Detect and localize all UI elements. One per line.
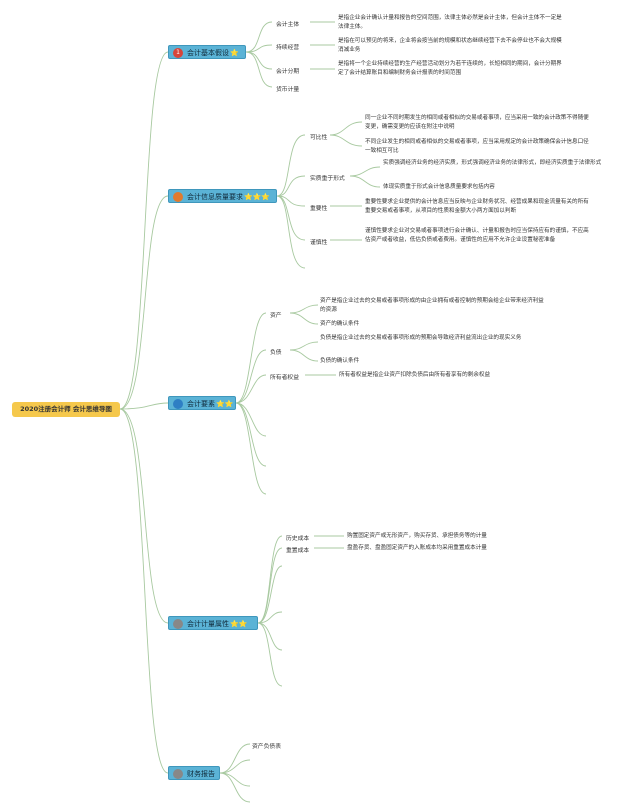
subtopic-substance-over-form[interactable]: 实质重于形式 (310, 176, 345, 182)
note-going-concern: 是指在可以预见的将来，企业将会按当前的规模和状态继续经营下去不会停业也不会大规模… (338, 38, 562, 53)
note-assets-recognition: 资产的确认条件 (320, 321, 360, 327)
branch-label: 会计基本假设 (187, 49, 229, 57)
note-replacement-cost: 盘盈存货、盘盈固定资产的入账成本均采用重置成本计量 (347, 545, 487, 551)
circle-badge-icon (173, 192, 183, 202)
note-liabilities-definition: 负债是指企业过去的交易或者事项形成的预期会导致经济利益流出企业的现实义务 (320, 335, 522, 341)
branch-financial-report[interactable]: 财务报告 (168, 766, 220, 780)
subtopic-going-concern[interactable]: 持续经营 (276, 45, 300, 51)
subtopic-prudence[interactable]: 谨慎性 (310, 240, 328, 246)
branch-info-quality[interactable]: 会计信息质量要求⭐⭐⭐ (168, 189, 277, 203)
subtopic-monetary-measurement[interactable]: 货币计量 (276, 87, 300, 93)
note-accounting-entity: 是指企业会计确认计量和报告的空间范围，法律主体必然是会计主体，但会计主体不一定是… (338, 15, 562, 30)
subtopic-liabilities[interactable]: 负债 (270, 350, 282, 356)
star-icon: ⭐⭐ (230, 620, 248, 628)
branch-accounting-elements[interactable]: 会计要素⭐⭐ (168, 396, 236, 410)
subtopic-historical-cost[interactable]: 历史成本 (286, 536, 310, 542)
circle-badge-icon (173, 619, 183, 629)
subtopic-accounting-entity[interactable]: 会计主体 (276, 22, 300, 28)
branch-label: 会计要素 (187, 400, 215, 408)
subtopic-accounting-period[interactable]: 会计分期 (276, 69, 300, 75)
star-icon: ⭐ (230, 49, 239, 57)
note-owners-equity: 所有者权益是指企业资产扣除负债后由所有者享有的剩余权益 (339, 372, 491, 378)
branch-label: 会计计量属性 (187, 620, 229, 628)
subtopic-assets[interactable]: 资产 (270, 313, 282, 319)
note-prudence: 谨慎性要求企业对交易或者事项进行会计确认、计量和报告时应当保持应有的谨慎，不应高… (365, 228, 589, 243)
subtopic-comparability[interactable]: 可比性 (310, 135, 328, 141)
note-substance-2: 体现实质重于形式会计信息质量要求包括内容 (383, 184, 495, 190)
circle-badge-icon (173, 399, 183, 409)
star-icon: ⭐⭐⭐ (244, 193, 271, 201)
subtopic-balance-sheet[interactable]: 资产负债表 (252, 744, 281, 750)
note-historical-cost: 购置固定资产或无形资产，购买存货、承担债务等的计量 (347, 533, 487, 539)
branch-basic-assumptions[interactable]: 1 会计基本假设⭐ (168, 45, 246, 59)
note-comparability-1: 同一企业不同时期发生的相同或者相似的交易或者事项，应当采用一致的会计政策不得随便… (365, 115, 589, 130)
number-badge-icon: 1 (173, 48, 183, 58)
subtopic-owners-equity[interactable]: 所有者权益 (270, 375, 299, 381)
star-icon: ⭐⭐ (216, 400, 234, 408)
note-substance-1: 实质强调经济业务的经济实质，形式强调经济业务的法律形式，即经济实质重于法律形式 (383, 160, 602, 166)
note-liabilities-recognition: 负债的确认条件 (320, 358, 360, 364)
branch-label: 会计信息质量要求 (187, 193, 243, 201)
circle-badge-icon (173, 769, 183, 779)
subtopic-materiality[interactable]: 重要性 (310, 206, 328, 212)
branch-measurement-attributes[interactable]: 会计计量属性⭐⭐ (168, 616, 258, 630)
root-node[interactable]: 2020注册会计师 会计思维导图 (12, 402, 120, 417)
subtopic-replacement-cost[interactable]: 重置成本 (286, 548, 310, 554)
note-materiality: 重要性要求企业提供的会计信息应当反映与企业财务状况、经营成果和现金流量有关的所有… (365, 199, 589, 214)
note-accounting-period: 是指将一个企业持续经营的生产经营活动划分为若干连续的，长短相同的期间，会计分期界… (338, 61, 562, 76)
note-assets-definition: 资产是指企业过去的交易或者事项形成的由企业拥有或者控制的预期会给企业带来经济利益… (320, 298, 544, 313)
note-comparability-2: 不同企业发生的相同或者相似的交易或者事项，应当采用规定的会计政策确保会计信息口径… (365, 139, 589, 154)
branch-label: 财务报告 (187, 770, 215, 778)
